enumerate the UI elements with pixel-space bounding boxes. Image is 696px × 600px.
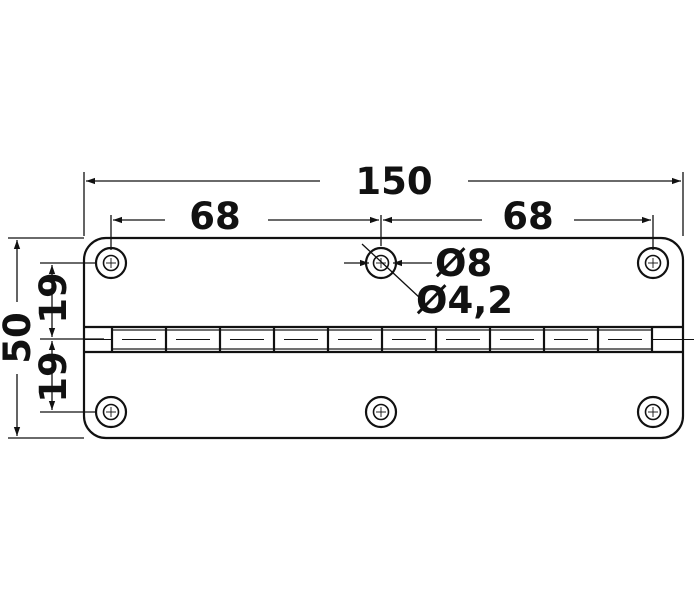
mounting-hole	[636, 246, 670, 280]
mounting-hole	[94, 246, 128, 280]
hinge-plate-outline	[82, 236, 685, 440]
mounting-hole	[364, 395, 398, 429]
mounting-hole	[636, 395, 670, 429]
upper-hole-offset-label: 19	[32, 272, 75, 324]
right-spacing-label: 68	[502, 195, 554, 238]
hole-offset-dimensions: 19 19	[32, 262, 104, 413]
overall-length-dimension: 150	[83, 160, 684, 236]
lower-hole-offset-label: 19	[32, 351, 75, 403]
hole-spacing-dimension: 68 68	[110, 195, 654, 250]
diameter-callouts: Ø8 Ø4,2	[344, 242, 513, 322]
overall-width-label: 50	[0, 312, 39, 364]
mounting-hole	[94, 395, 128, 429]
left-spacing-label: 68	[189, 195, 241, 238]
inner-diameter-label: Ø4,2	[416, 279, 513, 322]
overall-length-label: 150	[355, 160, 432, 203]
overall-width-dimension: 50	[0, 237, 84, 439]
outer-diameter-label: Ø8	[435, 242, 492, 285]
hinge-knuckle-band	[84, 325, 694, 354]
